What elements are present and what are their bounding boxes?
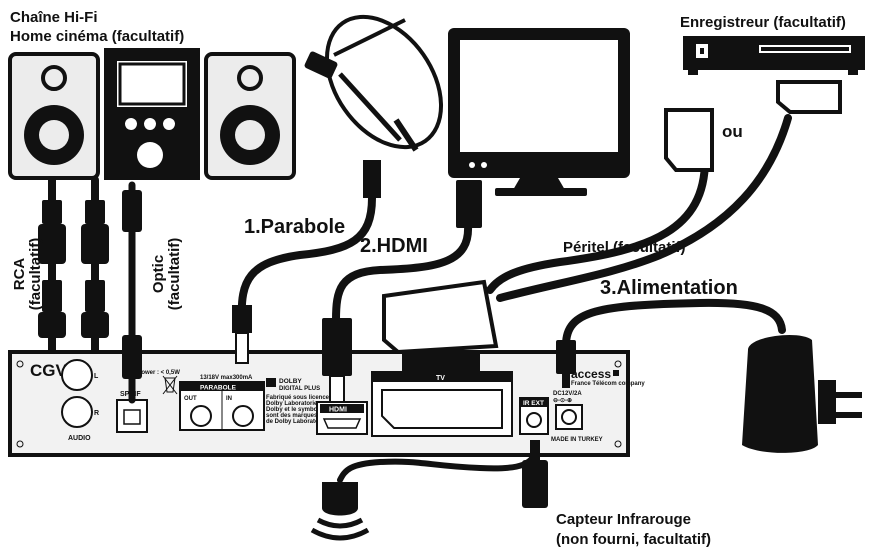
left-speaker-icon (8, 52, 100, 180)
cables (38, 80, 862, 541)
alimentation-label: 3.Alimentation (600, 277, 738, 299)
capteur-label-line2: (non fourni, facultatif) (556, 531, 711, 548)
audio-r-label: R (94, 410, 99, 417)
scart-plug-tv-icon (664, 108, 714, 172)
brand-logo: CGV (30, 361, 68, 380)
dc-port (555, 404, 583, 430)
right-speaker-icon (204, 52, 296, 180)
annotations: Chaîne Hi-Fi Home cinéma (facultatif) En… (10, 9, 846, 548)
dolby-line1: DOLBY (279, 378, 302, 385)
access-logo: access (571, 367, 611, 381)
power-plug-icon (556, 340, 576, 374)
dolby-note-4: sont des marques déposées (266, 413, 347, 419)
parabole-port-label: PARABOLE (200, 385, 237, 392)
dolby-line2: DIGITAL PLUS (279, 386, 320, 392)
spdif-port (116, 399, 148, 433)
parabole-in-label: IN (226, 396, 232, 402)
lnb-spec: 13/18V max300mA (200, 375, 253, 381)
dolby-note-5: de Dolby Laboratories. (266, 419, 331, 425)
ou-label: ou (722, 122, 743, 141)
dc-polarity: ⊖-⊙-⊕ (553, 398, 572, 404)
hifi-unit-icon (104, 48, 200, 180)
scart-plug-decoder-icon (382, 279, 499, 355)
hdmi-port-label: HDMI (329, 407, 347, 414)
audio-r-jack (61, 396, 93, 428)
tv-scart-port (371, 371, 513, 437)
lnb-in-connector (232, 405, 254, 427)
parabole-out-label: OUT (184, 396, 197, 402)
access-sub: France Télécom company (571, 381, 645, 387)
dolby-note-2: Dolby Laboratories. (266, 401, 323, 407)
weee-icon (162, 375, 178, 395)
hdmi-plug-icon (456, 180, 482, 228)
hifi-title-line1: Chaîne Hi-Fi (10, 9, 98, 26)
dolby-logo (266, 378, 276, 387)
dolby-note-1: Fabriqué sous licence de (266, 395, 338, 401)
audio-l-jack (61, 359, 93, 391)
optic-label-line2: (facultatif) (166, 238, 183, 311)
recorder-label: Enregistreur (facultatif) (680, 14, 846, 31)
optic-label-line1: Optic (150, 255, 167, 293)
recorder-icon (683, 36, 865, 75)
infrared-sensor-icon (310, 482, 370, 541)
spdif-spec: Max Power : < 0,5W (124, 370, 180, 376)
capteur-label-line1: Capteur Infrarouge (556, 511, 691, 528)
power-adapter-icon (742, 335, 862, 453)
ir-ext-label: IR EXT (523, 400, 544, 407)
dolby-note-3: Dolby et le symbole double-D (266, 407, 351, 413)
audio-label: AUDIO (68, 435, 91, 442)
scart-plug-recorder-icon (776, 80, 842, 114)
tv-port-label: TV (436, 375, 445, 382)
audio-l-label: L (94, 373, 99, 380)
hifi-system (8, 48, 296, 180)
lnb-out-connector (190, 405, 212, 427)
optic-plug-icon (122, 190, 142, 232)
hdmi-label: 2.HDMI (360, 235, 428, 257)
satellite-dish-icon (304, 14, 444, 152)
television-icon (448, 28, 630, 196)
ir-jack-plug-icon (522, 460, 548, 508)
dc-spec: DC12V/2A (553, 391, 582, 397)
rca-plug-icon (38, 200, 109, 338)
decoder-rear-panel: CGV L R AUDIO Max Power : < 0,5W SPDIF 1… (8, 350, 645, 457)
rca-label-line2: (facultatif) (27, 238, 44, 311)
rca-label-line1: RCA (11, 258, 28, 291)
peritel-label: Péritel (facultatif) (563, 239, 686, 256)
made-in-label: MADE IN TURKEY (551, 437, 603, 443)
hifi-title-line2: Home cinéma (facultatif) (10, 28, 184, 45)
coax-plug-icon (363, 160, 381, 198)
parabole-label: 1.Parabole (244, 216, 345, 238)
